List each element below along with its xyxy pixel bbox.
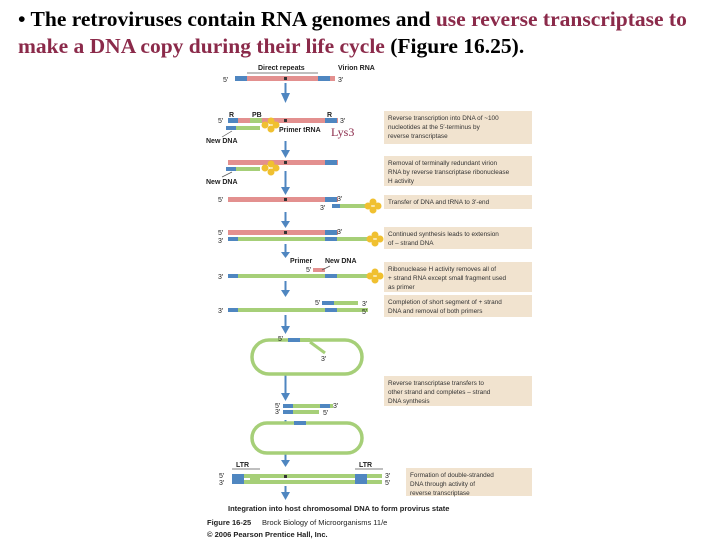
note-4: Continued synthesis leads to extension o…: [384, 227, 532, 249]
svg-text:5′: 5′: [306, 267, 312, 274]
svg-text:3′: 3′: [218, 274, 224, 281]
svg-text:5′: 5′: [278, 336, 284, 343]
slide-heading: • The retroviruses contain RNA genomes a…: [18, 7, 687, 58]
svg-text:3′: 3′: [321, 356, 327, 363]
note-1: Reverse transcription into DNA of ~100 n…: [384, 111, 532, 144]
figure-caption: Integration into host chromosomal DNA to…: [207, 504, 449, 539]
svg-text:R: R: [327, 112, 332, 119]
svg-text:DNA through activity of: DNA through activity of: [410, 481, 475, 488]
svg-text:+ strand RNA except small frag: + strand RNA except small fragment used: [388, 275, 507, 282]
figure-number: Figure 16-25: [207, 518, 251, 527]
svg-text:Continued synthesis leads to e: Continued synthesis leads to extension: [388, 231, 499, 238]
svg-text:Reverse transcriptase transfer: Reverse transcriptase transfers to: [388, 380, 484, 387]
svg-text:5′: 5′: [223, 77, 229, 84]
svg-text:other strand and completes – s: other strand and completes – strand: [388, 389, 491, 396]
svg-text:New DNA: New DNA: [325, 258, 357, 265]
step-4: 5′ 3′ 3′: [218, 229, 384, 247]
svg-text:3′: 3′: [338, 77, 344, 84]
svg-text:5′: 5′: [362, 309, 368, 316]
step-9-circle: [250, 421, 364, 455]
svg-text:3′: 3′: [275, 409, 281, 416]
svg-text:5′: 5′: [218, 197, 224, 204]
flow-arrows: [281, 83, 290, 500]
step-10-provirus-dna: LTR LTR 5′ 3′ 3′ 5′: [219, 462, 391, 487]
svg-text:3′: 3′: [320, 205, 326, 212]
note-5: Ribonuclease H activity removes all of +…: [384, 262, 532, 292]
svg-text:3′: 3′: [337, 196, 343, 203]
svg-text:PB: PB: [252, 112, 262, 119]
svg-text:Formation of double-stranded: Formation of double-stranded: [410, 472, 494, 479]
bullet: •: [18, 7, 31, 31]
term-reverse-transcriptase: reverse transcriptase: [471, 7, 664, 31]
integration-caption: Integration into host chromosomal DNA to…: [228, 504, 449, 513]
step-7-circle: 5′ 3′: [250, 336, 364, 376]
svg-text:reverse transcriptase: reverse transcriptase: [388, 133, 448, 140]
figure-reference: Figure 16.25: [397, 34, 512, 58]
svg-text:5′: 5′: [385, 480, 391, 487]
step-6: 5′ 3′ 3′ 5′: [218, 300, 368, 316]
svg-text:reverse transcriptase: reverse transcriptase: [410, 490, 470, 497]
note-8: Formation of double-stranded DNA through…: [406, 468, 532, 497]
step-8: 5′ 3′ 3′ 5′: [275, 403, 339, 417]
annotation-boxes: Reverse transcription into DNA of ~100 n…: [384, 111, 532, 497]
copyright: © 2006 Pearson Prentice Hall, Inc.: [207, 530, 328, 539]
svg-text:Transfer of DNA and tRNA to 3′: Transfer of DNA and tRNA to 3′-end: [388, 199, 490, 206]
note-7: Reverse transcriptase transfers to other…: [384, 376, 532, 406]
svg-text:3′: 3′: [219, 480, 225, 487]
step-virion-rna: 5′ 3′ Direct repeats Virion RNA: [223, 65, 375, 84]
svg-text:DNA and removal of both primer: DNA and removal of both primers: [388, 308, 482, 315]
svg-text:New DNA: New DNA: [206, 179, 238, 186]
label-new-dna: New DNA: [206, 138, 238, 145]
term-retroviruses: retroviruses: [71, 7, 182, 31]
svg-text:H activity: H activity: [388, 178, 415, 185]
label-ltr-right: LTR: [359, 462, 372, 469]
svg-text:nucleotides at the 5′-terminus: nucleotides at the 5′-terminus by: [388, 124, 481, 131]
step-5: Primer New DNA 5′ 3′: [218, 258, 384, 284]
step-2: New DNA: [206, 160, 338, 186]
svg-text:5′: 5′: [275, 403, 281, 410]
svg-text:DNA synthesis: DNA synthesis: [388, 398, 430, 405]
svg-text:3′: 3′: [337, 229, 343, 236]
step-3: 5′ 3′ 3′: [218, 196, 382, 214]
svg-text:5′: 5′: [315, 300, 321, 307]
svg-text:Ribonuclease H activity remove: Ribonuclease H activity removes all of: [388, 266, 496, 273]
label-primer-trna: Primer tRNA: [279, 127, 321, 134]
svg-text:3′: 3′: [362, 301, 368, 308]
svg-text:3′: 3′: [340, 118, 346, 125]
svg-text:of – strand DNA: of – strand DNA: [388, 240, 434, 247]
note-6: Completion of short segment of + strand …: [384, 295, 532, 317]
label-virion-rna: Virion RNA: [338, 65, 375, 72]
svg-text:Completion of short segment of: Completion of short segment of + strand: [388, 299, 502, 306]
svg-text:Removal of terminally redundan: Removal of terminally redundant virion: [388, 160, 497, 167]
trna-cloverleaf: [261, 117, 280, 133]
label-ltr-left: LTR: [236, 462, 249, 469]
label-direct-repeats: Direct repeats: [258, 65, 305, 72]
svg-text:R: R: [229, 112, 234, 119]
svg-text:3′: 3′: [218, 238, 224, 245]
label-primer: Primer: [290, 258, 312, 265]
note-2: Removal of terminally redundant virion R…: [384, 156, 532, 186]
svg-text:as primer: as primer: [388, 284, 416, 291]
svg-text:5′: 5′: [323, 410, 329, 417]
book-title: Brock Biology of Microorganisms 11/e: [262, 518, 387, 527]
svg-text:Reverse transcription into DNA: Reverse transcription into DNA of ~100: [388, 115, 499, 122]
lys3-label: Lys3: [331, 125, 354, 139]
svg-text:3′: 3′: [385, 473, 391, 480]
svg-text:RNA by reverse transcriptase r: RNA by reverse transcriptase ribonucleas…: [388, 169, 510, 176]
svg-text:5′: 5′: [219, 473, 225, 480]
note-3: Transfer of DNA and tRNA to 3′-end: [384, 195, 532, 209]
svg-text:3′: 3′: [333, 403, 339, 410]
svg-text:3′: 3′: [218, 308, 224, 315]
step-1: R PB R 5′ 3′ Primer tRNA New DNA: [206, 112, 346, 145]
svg-text:5′: 5′: [218, 230, 224, 237]
svg-text:5′: 5′: [218, 118, 224, 125]
